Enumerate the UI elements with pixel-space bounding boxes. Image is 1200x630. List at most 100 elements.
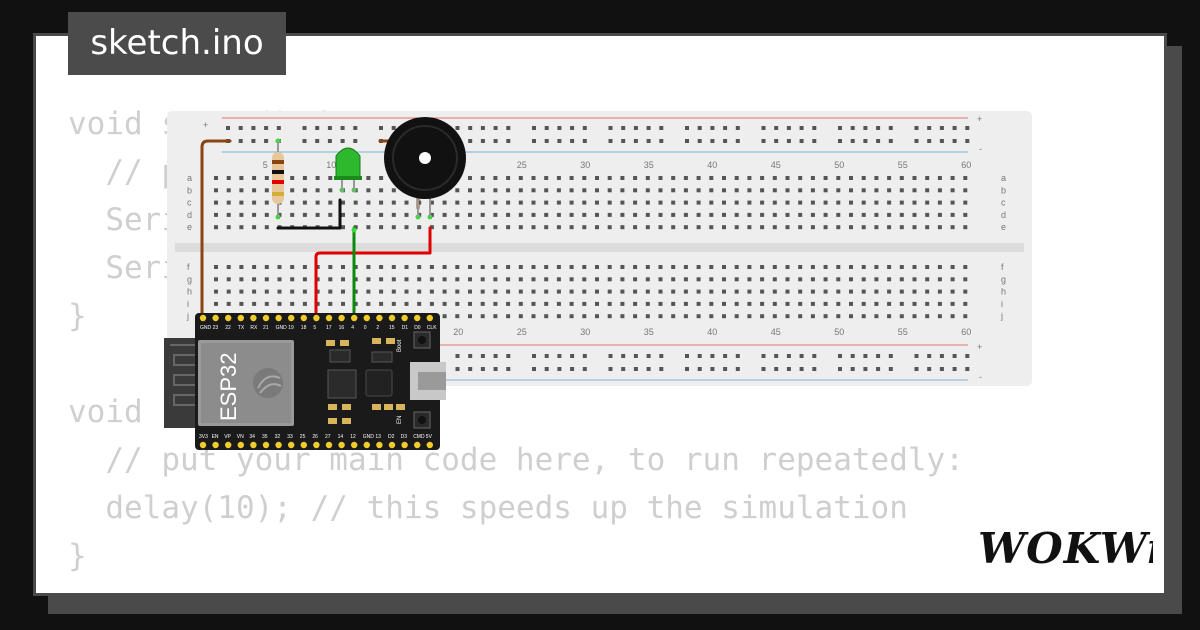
code-line: }: [68, 298, 87, 334]
hole: [582, 212, 587, 217]
hole: [963, 265, 968, 269]
hole: [315, 126, 320, 130]
hole: [544, 188, 549, 193]
hole: [799, 367, 804, 371]
hole: [417, 265, 422, 269]
header-pin: [401, 314, 408, 322]
hole: [404, 212, 409, 217]
hole: [391, 277, 396, 282]
hole: [912, 289, 917, 294]
hole: [849, 277, 853, 282]
hole: [876, 354, 881, 358]
hole: [328, 200, 333, 205]
hole: [849, 188, 853, 193]
hole: [683, 212, 688, 217]
hole: [709, 212, 714, 217]
hole: [480, 200, 485, 205]
hole: [861, 225, 866, 230]
hole: [302, 277, 307, 282]
hole: [455, 265, 460, 269]
hole: [570, 354, 575, 358]
hole: [595, 212, 599, 217]
hole: [950, 176, 955, 180]
hole: [734, 200, 739, 205]
smd-ic: [329, 349, 351, 363]
hole: [850, 139, 855, 143]
hole: [290, 265, 295, 269]
row-label: c: [1001, 198, 1006, 208]
hole: [379, 289, 384, 294]
hole: [646, 126, 651, 130]
hole: [912, 188, 917, 193]
hole: [798, 225, 803, 230]
hole: [861, 176, 866, 180]
hole: [277, 289, 282, 294]
hole: [404, 289, 409, 294]
hole: [518, 212, 523, 217]
hole: [404, 277, 409, 282]
row-label: b: [187, 185, 192, 195]
column-number: 35: [644, 327, 654, 337]
hole: [747, 301, 752, 306]
hole: [849, 314, 853, 319]
hole: [671, 314, 676, 319]
wire-resistor-led: [276, 198, 342, 230]
smd-component: [328, 418, 337, 424]
row-label: j: [186, 311, 189, 321]
hole: [532, 139, 536, 143]
smd-component: [340, 340, 349, 346]
hole: [442, 301, 447, 306]
hole: [658, 277, 663, 282]
hole: [812, 139, 817, 143]
header-pin: [426, 314, 433, 322]
hole: [810, 289, 815, 294]
hole: [671, 225, 676, 230]
hole: [531, 200, 536, 205]
hole: [620, 301, 625, 306]
hole: [912, 265, 917, 269]
hole: [468, 212, 472, 217]
row-label: f: [1001, 262, 1004, 272]
hole: [518, 314, 523, 319]
rail-plus-label: +: [977, 114, 982, 124]
pin-label: 13: [375, 434, 381, 440]
hole: [455, 188, 460, 193]
hole: [633, 188, 638, 193]
hole: [480, 354, 485, 358]
hole: [747, 314, 752, 319]
hole: [887, 301, 892, 306]
hole: [506, 126, 511, 130]
hole: [226, 265, 231, 269]
hole: [239, 188, 244, 193]
hole: [685, 354, 689, 358]
hole: [950, 301, 955, 306]
hole: [899, 188, 904, 193]
column-number: 10: [326, 160, 336, 170]
hole: [404, 200, 409, 205]
hole: [937, 200, 942, 205]
hole: [937, 265, 942, 269]
hole: [353, 225, 358, 230]
hole: [506, 367, 511, 371]
hole: [353, 301, 358, 306]
hole: [276, 126, 281, 130]
file-tab[interactable]: sketch.ino: [68, 12, 286, 75]
hole: [353, 212, 358, 217]
column-number: 5: [263, 160, 268, 170]
hole: [391, 225, 396, 230]
hole: [785, 188, 790, 193]
hole: [429, 301, 434, 306]
hole: [772, 301, 777, 306]
hole: [861, 265, 866, 269]
hole: [582, 301, 587, 306]
hole: [544, 289, 549, 294]
hole: [697, 367, 702, 371]
hole: [671, 200, 676, 205]
hole: [544, 314, 549, 319]
hole: [391, 212, 396, 217]
header-pin: [300, 441, 307, 449]
hole: [735, 139, 740, 143]
hole: [696, 314, 701, 319]
hole: [965, 126, 970, 130]
hole: [379, 200, 384, 205]
